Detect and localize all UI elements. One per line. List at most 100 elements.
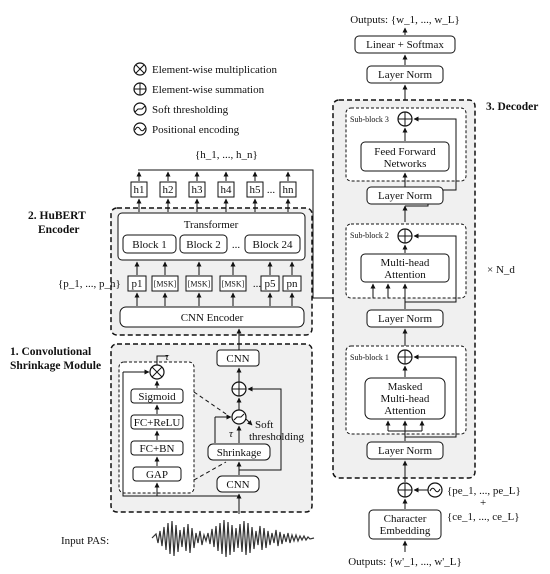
svg-text:h5: h5	[250, 184, 262, 196]
positional-encoding-icon	[133, 122, 147, 136]
cnn-top-box	[216, 349, 260, 367]
shrinkage-label: Shrinkage	[217, 447, 262, 459]
svg-text:hn: hn	[283, 184, 295, 196]
layer-norm-1-label: Layer Norm	[378, 445, 433, 457]
masked-attention-label-3: Attention	[384, 405, 426, 417]
positional-encoding-node	[427, 482, 443, 498]
block-1-label: Block 1	[132, 239, 167, 251]
decoder-outputs-top: Outputs: {w_1, ..., w_L}	[350, 14, 460, 26]
fc-relu-box	[130, 414, 184, 430]
p-input-mask-2: [MSK]	[185, 261, 213, 306]
soft-thresholding-annotation-l2: thresholding	[249, 431, 304, 443]
hubert-encoder: {h_1, ..., h_n} 2. HuBERT Encoder h1 h2	[28, 149, 391, 336]
hubert-title-line2: Encoder	[38, 224, 80, 236]
p-ellipsis: ...	[253, 278, 262, 290]
shrinkage-title-line2: Shrinkage Module	[10, 360, 101, 372]
character-embedding-box	[368, 509, 442, 540]
layer-norm-top-box	[366, 65, 444, 84]
layer-norm-3-box	[366, 186, 444, 205]
svg-text:h3: h3	[192, 184, 204, 196]
h-output-2: h2	[159, 171, 177, 212]
plus-label: +	[480, 497, 486, 509]
svg-text:[MSK]: [MSK]	[188, 280, 211, 289]
sub-block-2-label: Sub-block 2	[350, 231, 389, 240]
svg-text:h2: h2	[163, 184, 174, 196]
layer-norm-2-box	[366, 309, 444, 328]
transformer-label: Transformer	[184, 219, 239, 231]
h-output-5: h5	[246, 171, 264, 212]
cnn-bottom-label: CNN	[226, 479, 249, 491]
feed-forward-label-1: Feed Forward	[374, 146, 436, 158]
p-input-5: p5	[260, 261, 280, 306]
decoder: Outputs: {w_1, ..., w_L} Linear + Softma…	[332, 14, 538, 568]
cnn-top-label: CNN	[226, 353, 249, 365]
block-2-label: Block 2	[186, 239, 221, 251]
character-embedding-label-2: Embedding	[380, 525, 431, 537]
p-input-mask-1: [MSK]	[151, 261, 179, 306]
transformer-block-1	[122, 234, 177, 254]
fc-bn-label: FC+BN	[140, 443, 175, 455]
soft-thresholding-annotation-l1: Soft	[255, 419, 273, 431]
feed-forward-label-2: Networks	[384, 158, 427, 170]
hubert-outputs-label: {h_1, ..., h_n}	[195, 149, 258, 161]
cnn-bottom-box	[216, 475, 260, 493]
sub-block-1-label: Sub-block 1	[350, 353, 389, 362]
layer-norm-3-label: Layer Norm	[378, 190, 433, 202]
layer-norm-top-label: Layer Norm	[378, 69, 433, 81]
character-embedding-label-1: Character	[384, 513, 427, 525]
multiplication-icon	[133, 62, 147, 76]
cnn-encoder-label: CNN Encoder	[181, 312, 244, 324]
h-output-n: hn	[279, 171, 297, 212]
linear-softmax-label: Linear + Softmax	[366, 39, 444, 51]
shrinkage-module: 1. Convolutional Shrinkage Module τ Sigm…	[10, 328, 315, 558]
legend-soft-thresholding-label: Soft thresholding	[152, 104, 229, 116]
legend-summation-label: Element-wise summation	[152, 84, 265, 96]
shrinkage-title-line1: 1. Convolutional	[10, 346, 91, 358]
linear-softmax-box	[354, 35, 456, 54]
layer-norm-1-box	[366, 441, 444, 460]
masked-attention-label-1: Masked	[388, 381, 423, 393]
block-24-label: Block 24	[252, 239, 293, 251]
sum-node-embedding	[397, 482, 413, 498]
multiply-node	[149, 364, 165, 380]
p-input-1: p1	[127, 261, 147, 306]
sum-node-sub3	[397, 111, 413, 127]
svg-text:p1: p1	[132, 278, 143, 290]
hubert-inputs-label: {p_1, ..., p_n}	[58, 278, 121, 290]
masked-attention-box	[364, 377, 446, 420]
multi-head-attention-box	[360, 253, 450, 283]
multi-head-attention-label-1: Multi-head	[381, 257, 430, 269]
sigmoid-label: Sigmoid	[138, 391, 176, 403]
transformer-block-2	[179, 234, 228, 254]
gap-box	[132, 466, 182, 482]
character-encoding-label: {ce_1, ..., ce_L}	[447, 511, 520, 523]
waveform	[151, 519, 315, 558]
svg-text:h4: h4	[221, 184, 233, 196]
input-pas-label: Input PAS:	[61, 535, 109, 547]
nd-label: × N_d	[487, 264, 515, 276]
svg-text:[MSK]: [MSK]	[154, 280, 177, 289]
masked-attention-label-2: Multi-head	[381, 393, 430, 405]
h-output-4: h4	[217, 171, 235, 212]
decoder-outputs-bottom: Outputs: {w'_1, ..., w'_L}	[348, 556, 462, 568]
h-ellipsis: ...	[267, 184, 276, 196]
feed-forward-box	[360, 141, 450, 172]
fc-relu-label: FC+ReLU	[134, 417, 181, 429]
legend-positional-encoding-label: Positional encoding	[152, 124, 240, 136]
tau-bottom-label: τ	[229, 428, 234, 440]
sum-node-shrinkage	[231, 381, 247, 397]
sigmoid-box	[130, 388, 184, 404]
legend: Element-wise multiplication Element-wise…	[133, 62, 277, 136]
sum-node-sub1	[397, 349, 413, 365]
positional-encoding-label: {pe_1, ..., pe_L}	[447, 485, 521, 497]
transformer-block-24	[244, 234, 301, 254]
hubert-title-line1: 2. HuBERT	[28, 210, 86, 222]
p-input-n: pn	[282, 261, 302, 306]
sub-block-3-label: Sub-block 3	[350, 115, 389, 124]
soft-thresholding-icon	[133, 102, 147, 116]
block-ellipsis: ...	[232, 239, 241, 251]
svg-text:pn: pn	[287, 278, 299, 290]
layer-norm-2-label: Layer Norm	[378, 313, 433, 325]
svg-text:[MSK]: [MSK]	[222, 280, 245, 289]
